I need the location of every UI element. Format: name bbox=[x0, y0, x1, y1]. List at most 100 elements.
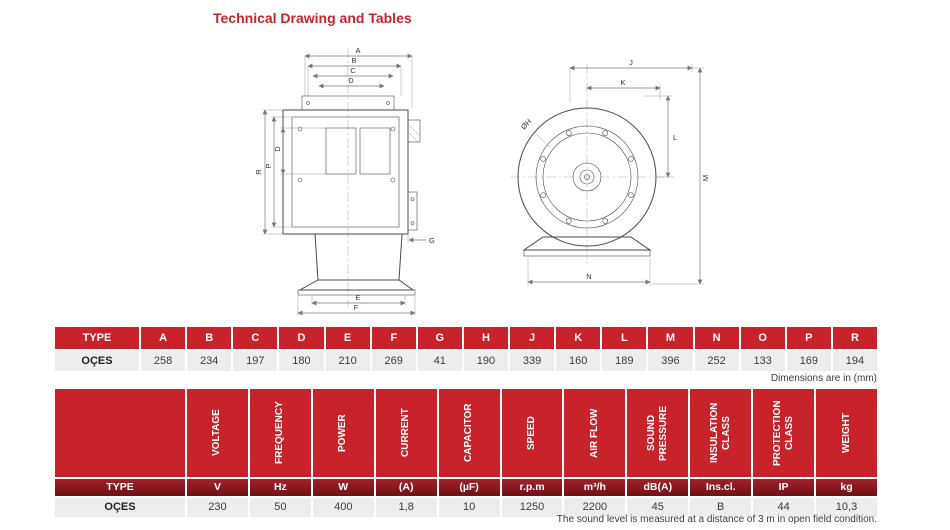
spec-unit-cell: W bbox=[312, 479, 374, 496]
dim-value-cell: 41 bbox=[417, 351, 462, 371]
dim-value-cell: 180 bbox=[279, 351, 324, 371]
dim-label-m: M bbox=[701, 175, 710, 181]
dim-row-type: OÇES bbox=[55, 351, 139, 371]
dim-label-p: P bbox=[264, 163, 273, 168]
spec-header-cell: POWER bbox=[312, 389, 374, 477]
dim-header-cell: C bbox=[233, 327, 278, 349]
spec-value-cell: 44 bbox=[753, 498, 815, 517]
spec-header-cell: FREQUENCY bbox=[249, 389, 311, 477]
spec-header-label: CAPACITOR bbox=[463, 403, 475, 463]
dim-label-h: ØH bbox=[519, 117, 533, 131]
dim-value-cell: 252 bbox=[694, 351, 739, 371]
dim-label-r: R bbox=[254, 169, 263, 175]
dim-header-cell: M bbox=[648, 327, 693, 349]
spec-unit-cell: (µF) bbox=[438, 479, 500, 496]
dim-label-n: N bbox=[586, 272, 591, 281]
spec-header-label: SOUND PRESSURE bbox=[645, 405, 669, 461]
dim-value-cell: 210 bbox=[325, 351, 370, 371]
spec-table-header-row: VOLTAGE FREQUENCY POWER CURRENT CAPACITO… bbox=[55, 389, 877, 477]
dim-label-j: J bbox=[629, 58, 633, 67]
dim-header-cell: H bbox=[463, 327, 508, 349]
spec-value-cell: 50 bbox=[249, 498, 311, 517]
spec-header-cell: AIR FLOW bbox=[564, 389, 626, 477]
dim-label-f: F bbox=[354, 303, 359, 312]
dim-value-cell: 339 bbox=[510, 351, 555, 371]
sound-level-note: The sound level is measured at a distanc… bbox=[556, 514, 877, 525]
spec-unit-cell: m³/h bbox=[564, 479, 626, 496]
spec-header-cell: SOUND PRESSURE bbox=[627, 389, 689, 477]
spec-header-cell: CURRENT bbox=[375, 389, 437, 477]
spec-value-cell: B bbox=[690, 498, 752, 517]
dim-value-cell: 258 bbox=[141, 351, 186, 371]
dim-value-cell: 234 bbox=[187, 351, 232, 371]
spec-value-cell: 400 bbox=[312, 498, 374, 517]
spec-header-cell: INSULATION CLASS bbox=[690, 389, 752, 477]
dim-label-g: G bbox=[429, 236, 435, 245]
dimensions-note: Dimensions are in (mm) bbox=[770, 373, 877, 384]
spec-header-cell: WEIGHT bbox=[816, 389, 877, 477]
dim-label-l: L bbox=[673, 133, 677, 142]
dim-header-cell: D bbox=[279, 327, 324, 349]
spec-header-label: PROTECTION CLASS bbox=[771, 400, 795, 466]
dim-header-cell: R bbox=[832, 327, 877, 349]
spec-header-cell: PROTECTION CLASS bbox=[753, 389, 815, 477]
spec-table-units-row: TYPE V Hz W (A) (µF) r.p.m m³/h dB(A) In… bbox=[55, 479, 877, 496]
dim-header-cell: A bbox=[141, 327, 186, 349]
dim-value-cell: 169 bbox=[786, 351, 831, 371]
spec-value-cell: 45 bbox=[627, 498, 689, 517]
dim-label-k: K bbox=[620, 78, 625, 87]
dim-header-cell: P bbox=[786, 327, 831, 349]
spec-value-cell: 10,3 bbox=[816, 498, 877, 517]
spec-header-label: VOLTAGE bbox=[211, 409, 223, 457]
spec-header-label: WEIGHT bbox=[840, 413, 852, 453]
technical-drawing-svg: A B C D G bbox=[254, 46, 710, 316]
spec-header-label: SPEED bbox=[525, 416, 537, 450]
spec-header-cell: VOLTAGE bbox=[187, 389, 248, 477]
dim-header-cell: B bbox=[187, 327, 232, 349]
dim-value-cell: 396 bbox=[648, 351, 693, 371]
dim-value-cell: 269 bbox=[371, 351, 416, 371]
spec-unit-cell: Hz bbox=[249, 479, 311, 496]
dim-value-cell: 133 bbox=[740, 351, 785, 371]
dim-value-cell: 194 bbox=[832, 351, 877, 371]
dimensions-table: TYPE A B C D E F G H J K L M N O P R OÇE… bbox=[55, 327, 877, 373]
dim-label-d-top: D bbox=[348, 76, 354, 85]
dim-value-cell: 189 bbox=[602, 351, 647, 371]
dim-header-cell: O bbox=[740, 327, 785, 349]
dim-label-d-side: D bbox=[273, 146, 282, 152]
spec-unit-cell: V bbox=[187, 479, 248, 496]
spec-unit-cell: (A) bbox=[375, 479, 437, 496]
technical-drawing: A B C D G bbox=[240, 44, 720, 322]
page-title: Technical Drawing and Tables bbox=[213, 10, 412, 26]
spec-header-label: POWER bbox=[337, 414, 349, 452]
spec-header-cell: SPEED bbox=[501, 389, 563, 477]
spec-header-cell: CAPACITOR bbox=[438, 389, 500, 477]
front-view-drawing: ØH J K L M N bbox=[510, 58, 710, 286]
spec-value-cell: 10 bbox=[438, 498, 500, 517]
dim-header-cell: L bbox=[602, 327, 647, 349]
spec-units-type: TYPE bbox=[55, 479, 185, 496]
dim-header-cell: K bbox=[556, 327, 601, 349]
spec-header-label: FREQUENCY bbox=[274, 401, 286, 465]
spec-header-label: AIR FLOW bbox=[588, 408, 600, 458]
spec-table: VOLTAGE FREQUENCY POWER CURRENT CAPACITO… bbox=[55, 389, 877, 519]
spec-value-cell: 1250 bbox=[501, 498, 563, 517]
spec-value-cell: 1,8 bbox=[375, 498, 437, 517]
spec-unit-cell: dB(A) bbox=[627, 479, 689, 496]
dimensions-table-header-row: TYPE A B C D E F G H J K L M N O P R bbox=[55, 327, 877, 349]
spec-header-label: CURRENT bbox=[400, 408, 412, 458]
dim-header-cell: N bbox=[694, 327, 739, 349]
dim-label-b: B bbox=[351, 56, 356, 65]
spec-header-spacer bbox=[55, 389, 185, 477]
dimensions-table-data-row: OÇES 258 234 197 180 210 269 41 190 339 … bbox=[55, 351, 877, 371]
dim-label-e: E bbox=[355, 293, 360, 302]
spec-header-label: INSULATION CLASS bbox=[708, 402, 732, 464]
spec-unit-cell: kg bbox=[816, 479, 877, 496]
dim-header-cell: J bbox=[510, 327, 555, 349]
dim-value-cell: 197 bbox=[233, 351, 278, 371]
spec-value-cell: 230 bbox=[187, 498, 248, 517]
spec-row-type: OÇES bbox=[55, 498, 185, 517]
dim-header-type: TYPE bbox=[55, 327, 139, 349]
dim-header-cell: E bbox=[325, 327, 370, 349]
dim-header-cell: F bbox=[371, 327, 416, 349]
